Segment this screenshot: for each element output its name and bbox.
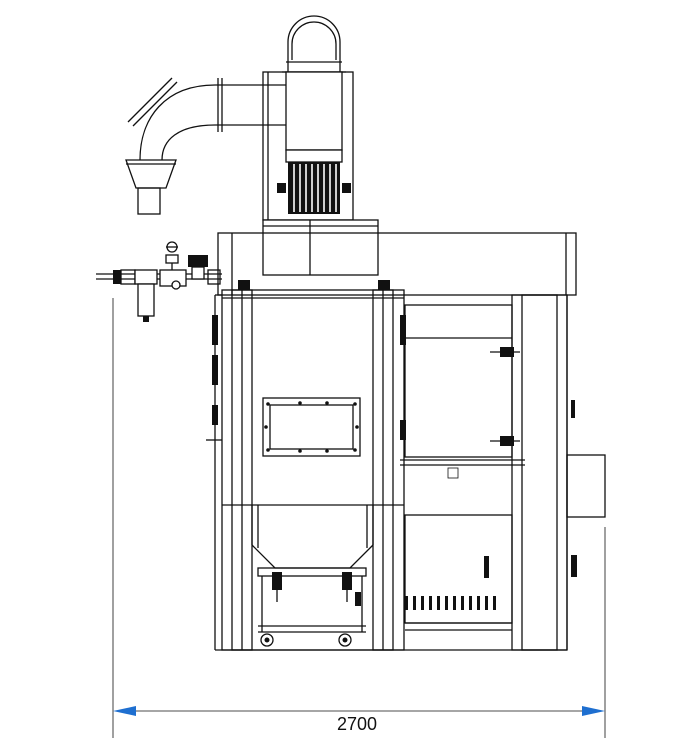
right-frame	[511, 294, 606, 651]
dimension-2700: 2700	[112, 298, 606, 738]
blast-cabinet	[206, 280, 567, 651]
exhaust-fan-motor	[262, 15, 379, 276]
top-frame-beam	[217, 232, 577, 296]
air-regulator-assembly	[96, 241, 222, 322]
middle-cabinet	[400, 304, 525, 631]
dimension-label: 2700	[337, 714, 377, 734]
dimension-arrow-left	[113, 706, 136, 716]
dimension-arrow-right	[582, 706, 605, 716]
